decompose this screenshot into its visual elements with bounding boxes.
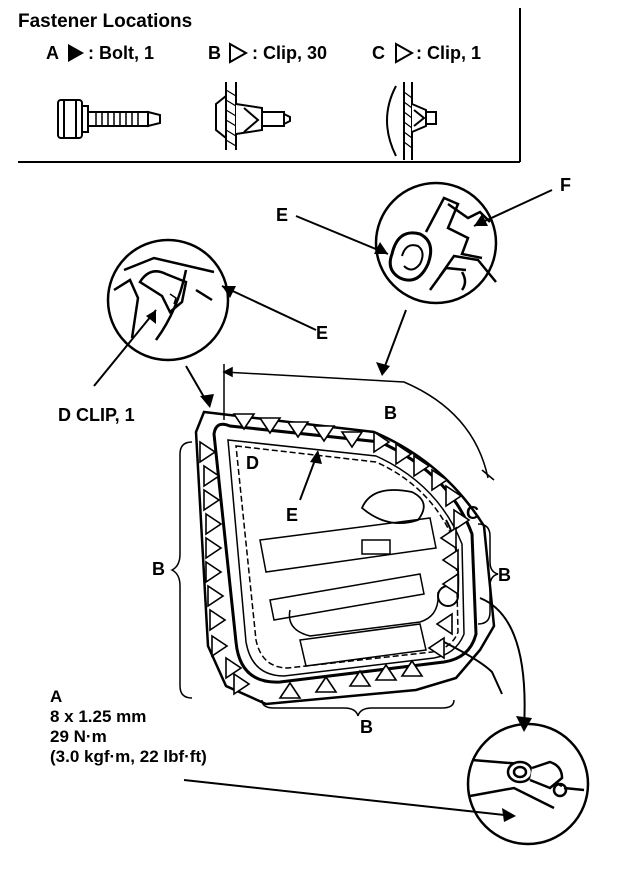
callout-b-right: B	[498, 565, 511, 585]
clip-marker-0	[232, 413, 256, 431]
clip-marker-30	[374, 663, 398, 681]
clip-marker-25	[435, 612, 453, 636]
clip-marker-16	[205, 560, 223, 584]
clip-c-illustration	[386, 82, 437, 160]
legend-title: Fastener Locations	[18, 11, 193, 32]
callout-b-bottom: B	[360, 717, 373, 737]
legend-c-letter: C	[372, 43, 385, 63]
clip-marker-21	[233, 672, 251, 696]
clip-marker-3	[312, 425, 336, 443]
spec-size: 8 x 1.25 mm	[50, 707, 147, 726]
clip-marker-24	[441, 572, 459, 596]
clip-marker-5	[373, 430, 391, 454]
clip-marker-7	[413, 454, 431, 478]
clip-marker-12	[203, 464, 221, 488]
legend-c-open-triangle-icon	[395, 42, 415, 64]
callout-d: D	[246, 453, 259, 473]
legend-c-text: : Clip, 1	[416, 43, 482, 63]
car-body-frame	[194, 410, 503, 706]
callout-b-top: B	[384, 403, 397, 423]
side-brackets	[170, 441, 499, 717]
top-bracket	[222, 364, 495, 481]
leader-arrowheads	[146, 214, 532, 822]
clip-marker-13	[203, 488, 221, 512]
legend-a-letter: A	[46, 43, 59, 63]
clip-marker-6	[395, 442, 413, 466]
clip-marker-17	[207, 584, 225, 608]
clip-marker-27	[278, 681, 302, 699]
clip-marker-11	[199, 440, 217, 464]
legend-b-letter: B	[208, 43, 221, 63]
clip-marker-4	[340, 431, 364, 449]
clip-marker-19	[211, 634, 229, 658]
callout-e-mid: E	[286, 505, 299, 525]
callout-d-clip: D CLIP, 1	[58, 405, 135, 425]
clip-b-illustration	[215, 82, 291, 150]
bolt-detail-circle	[466, 722, 590, 846]
clip-marker-29	[348, 669, 372, 687]
callout-c: C	[466, 503, 479, 523]
legend-b-open-triangle-icon	[229, 42, 249, 64]
clip-marker-9	[445, 484, 463, 508]
spec-torque: 29 N·m	[50, 727, 107, 746]
callout-e-left: E	[316, 323, 329, 343]
d-clip-detail-circle	[106, 238, 230, 362]
legend-frame	[18, 8, 521, 163]
legend-a-text: : Bolt, 1	[88, 43, 154, 63]
clip-marker-15	[205, 536, 223, 560]
clip-marker-2	[286, 421, 310, 439]
clip-marker-8	[431, 468, 449, 492]
weatherstrip-detail-circle	[374, 181, 498, 305]
clip-marker-1	[258, 417, 282, 435]
clip-marker-14	[205, 512, 223, 536]
bolt-illustration	[57, 99, 161, 139]
callout-b-left: B	[152, 559, 165, 579]
clip-markers	[199, 413, 471, 699]
clip-marker-31	[400, 659, 424, 677]
clip-marker-23	[441, 548, 459, 572]
legend-b-text: : Clip, 30	[252, 43, 328, 63]
callout-e-top: E	[276, 205, 289, 225]
callout-f: F	[560, 175, 571, 195]
leader-lines	[93, 189, 553, 817]
clip-marker-28	[314, 675, 338, 693]
clip-marker-10	[453, 508, 471, 532]
spec-torque-alt: (3.0 kgf·m, 22 lbf·ft)	[50, 747, 207, 766]
clip-marker-26	[427, 636, 445, 660]
clip-marker-18	[209, 608, 227, 632]
clip-marker-22	[439, 526, 457, 550]
spec-letter: A	[50, 687, 63, 706]
legend-a-filled-triangle-icon	[68, 44, 84, 62]
